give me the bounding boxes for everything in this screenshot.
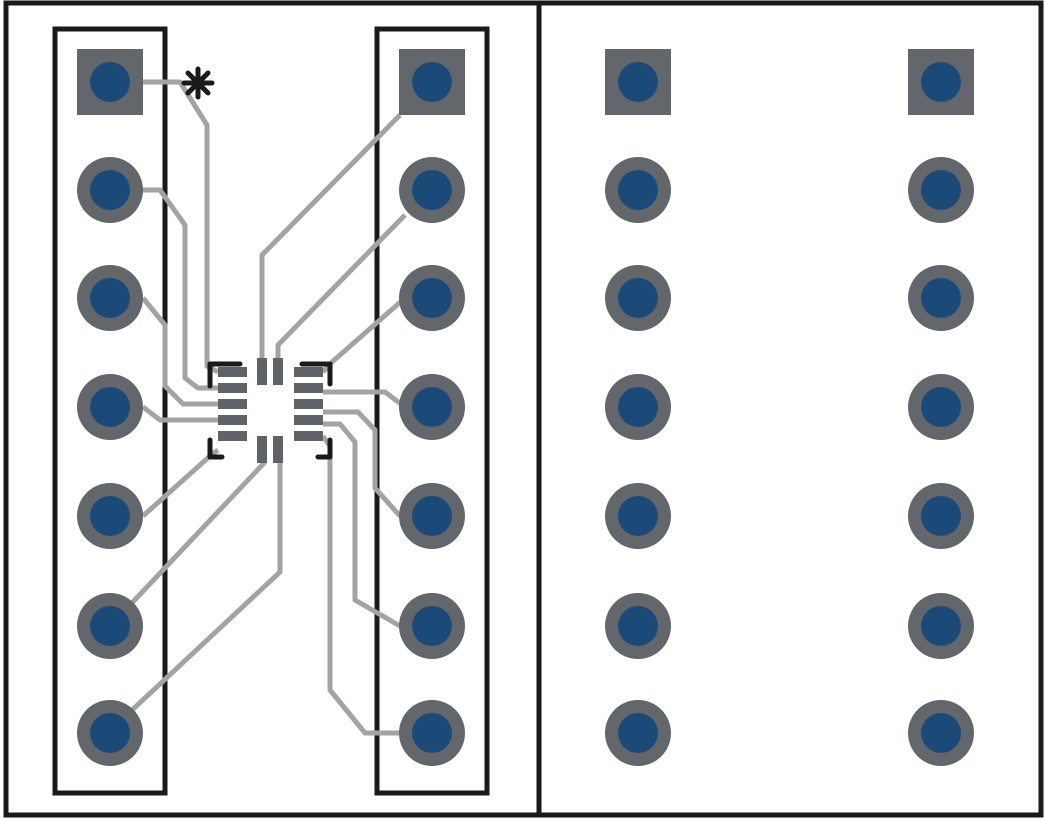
trace — [323, 389, 407, 409]
drill-hole — [618, 387, 658, 427]
trace — [143, 187, 218, 391]
chip-pad-right — [294, 383, 323, 393]
drill-hole — [921, 496, 961, 536]
trace — [143, 79, 220, 375]
chip-pad-top — [273, 358, 283, 385]
chip-corner-marker — [207, 437, 225, 460]
drill-hole — [412, 387, 452, 427]
drill-hole — [921, 62, 961, 102]
chip-pad-bottom — [273, 436, 283, 463]
drill-hole — [90, 170, 130, 210]
chip-pad-left — [218, 431, 247, 441]
chip-corner-marker — [299, 361, 333, 387]
trace — [323, 409, 402, 518]
right-panel-border — [536, 0, 1044, 818]
trace — [128, 460, 267, 607]
chip-pad-bottom — [257, 436, 267, 463]
trace — [128, 462, 283, 714]
drill-hole — [921, 170, 961, 210]
drill-hole — [412, 62, 452, 102]
trace — [320, 434, 400, 736]
trace — [141, 448, 220, 518]
chip-corner-marker — [207, 361, 243, 389]
drill-hole — [618, 496, 658, 536]
left-header-outline — [52, 26, 168, 796]
chip-corner-marker — [315, 437, 333, 460]
drill-hole — [618, 713, 658, 753]
drill-hole — [412, 278, 452, 318]
drill-hole — [90, 713, 130, 753]
drill-hole — [90, 387, 130, 427]
drill-hole — [412, 606, 452, 646]
drill-hole — [90, 278, 130, 318]
chip-pad-right — [294, 367, 323, 377]
drill-hole — [618, 606, 658, 646]
chip-pad-top — [257, 358, 267, 385]
drill-hole — [618, 278, 658, 318]
drill-hole — [921, 387, 961, 427]
drill-hole — [412, 170, 452, 210]
drill-hole — [412, 713, 452, 753]
chip-pad-left — [218, 367, 247, 377]
trace — [141, 405, 218, 423]
drill-hole — [90, 62, 130, 102]
drill-hole — [618, 62, 658, 102]
right-header-outline — [374, 26, 490, 796]
chip-pad-left — [218, 415, 247, 425]
drill-hole — [90, 606, 130, 646]
drill-hole — [921, 278, 961, 318]
chip-pad-left — [218, 383, 247, 393]
chip-pad-right — [294, 399, 323, 409]
drill-hole — [921, 713, 961, 753]
drill-hole — [618, 170, 658, 210]
trace — [323, 421, 402, 629]
chip-pad-left — [218, 399, 247, 409]
trace — [141, 296, 218, 407]
drill-hole — [921, 606, 961, 646]
drill-hole — [90, 496, 130, 536]
drill-hole — [412, 496, 452, 536]
trace — [321, 296, 407, 374]
chip-pad-right — [294, 415, 323, 425]
asterisk-icon — [181, 66, 215, 100]
trace — [259, 113, 402, 358]
chip-pad-right — [294, 431, 323, 441]
trace — [275, 213, 407, 358]
